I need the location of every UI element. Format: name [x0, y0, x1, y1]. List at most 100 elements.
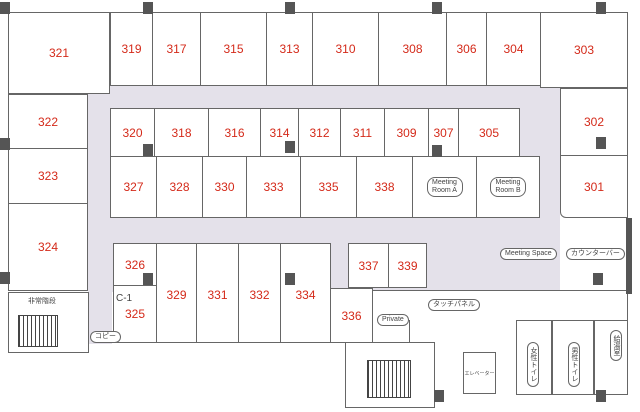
room-number: 320: [122, 125, 143, 140]
room-328[interactable]: 328: [156, 156, 203, 218]
room-339[interactable]: 339: [388, 243, 427, 288]
stairs-icon: [18, 315, 58, 347]
room-310[interactable]: 310: [312, 12, 379, 86]
pillar: [596, 137, 606, 149]
pillar: [285, 273, 295, 285]
room-312[interactable]: 312: [298, 108, 341, 157]
pillar: [432, 145, 442, 157]
room-number: 310: [335, 42, 356, 56]
room-301[interactable]: 301: [560, 155, 628, 218]
room-311[interactable]: 311: [340, 108, 385, 157]
room-306[interactable]: 306: [446, 12, 487, 86]
stairs-icon: [367, 360, 411, 398]
room-337[interactable]: 337: [348, 243, 389, 288]
room-c1-label: C-1: [116, 293, 133, 304]
room-number: 321: [48, 46, 70, 60]
room-317[interactable]: 317: [152, 12, 201, 86]
room-number: 323: [37, 169, 59, 183]
touch-panel-label: タッチパネル: [428, 299, 480, 311]
room-315[interactable]: 315: [200, 12, 267, 86]
room-number: 327: [123, 180, 144, 194]
room-number: 311: [352, 125, 373, 140]
room-318[interactable]: 318: [154, 108, 209, 157]
room-number: 334: [295, 288, 316, 302]
pillar: [285, 141, 295, 153]
room-number: 324: [37, 240, 59, 254]
room-330[interactable]: 330: [202, 156, 247, 218]
room-number: 309: [396, 125, 417, 140]
room-number: 339: [397, 258, 418, 273]
pillar: [285, 2, 295, 14]
womens-toilet-label: 女性トイレ: [527, 342, 539, 387]
pillar: [143, 273, 153, 285]
room-323[interactable]: 323: [8, 148, 88, 204]
room-324[interactable]: 324: [8, 203, 88, 291]
room-number: 312: [309, 125, 330, 140]
room-number: 331: [207, 288, 228, 302]
room-321[interactable]: 321: [8, 12, 110, 94]
room-number: 307: [433, 125, 454, 140]
room-336[interactable]: 336: [330, 288, 373, 343]
elevator-label: エレベーター: [464, 370, 495, 377]
room-number: 318: [171, 125, 192, 140]
meeting-room-a[interactable]: Meeting Room A: [412, 156, 477, 218]
room-number: 314: [269, 125, 290, 140]
room-331[interactable]: 331: [196, 243, 239, 343]
room-number: 313: [279, 42, 300, 56]
counter-bar-label: カウンターバー: [566, 248, 625, 260]
room-number: 319: [121, 42, 142, 56]
room-number: 325: [124, 307, 146, 321]
pillar: [596, 390, 606, 402]
meeting-room-b-label: Meeting Room B: [490, 177, 526, 197]
room-number: 326: [124, 257, 146, 272]
pillar: [596, 2, 606, 14]
room-number: 328: [169, 180, 190, 194]
room-322[interactable]: 322: [8, 94, 88, 149]
meeting-room-b[interactable]: Meeting Room B: [476, 156, 540, 218]
room-number: 329: [166, 288, 187, 302]
room-313[interactable]: 313: [266, 12, 313, 86]
wall-strip: [626, 218, 632, 294]
room-302[interactable]: 302: [560, 88, 628, 156]
pillar: [434, 390, 444, 402]
room-number: 301: [583, 179, 605, 194]
room-number: 335: [318, 180, 339, 194]
pillar: [0, 138, 10, 150]
room-319[interactable]: 319: [110, 12, 153, 86]
room-number: 304: [503, 42, 524, 56]
room-316[interactable]: 316: [208, 108, 261, 157]
room-number: 302: [583, 115, 605, 129]
room-number: 337: [358, 258, 379, 273]
pillar: [593, 273, 603, 285]
elevator[interactable]: エレベーター: [463, 352, 496, 394]
room-number: 315: [223, 42, 244, 56]
room-332[interactable]: 332: [238, 243, 281, 343]
room-number: 308: [402, 42, 423, 56]
kitchenette-label: 給湯室: [610, 330, 622, 361]
copy-label: コピー: [90, 331, 121, 343]
room-number: 330: [214, 180, 235, 194]
room-number: 322: [37, 114, 59, 129]
room-327[interactable]: 327: [110, 156, 157, 218]
room-329[interactable]: 329: [156, 243, 197, 343]
room-309[interactable]: 309: [384, 108, 429, 157]
room-number: 317: [166, 42, 187, 56]
meeting-space-label: Meeting Space: [500, 248, 557, 260]
pillar: [143, 2, 153, 14]
private-label: Private: [377, 314, 409, 326]
pillar: [143, 144, 153, 156]
room-338[interactable]: 338: [356, 156, 413, 218]
mens-toilet-label: 男性トイレ: [568, 342, 580, 387]
room-303[interactable]: 303: [540, 12, 628, 88]
room-304[interactable]: 304: [486, 12, 541, 86]
room-333[interactable]: 333: [246, 156, 301, 218]
room-335[interactable]: 335: [300, 156, 357, 218]
meeting-room-a-label: Meeting Room A: [426, 177, 463, 197]
room-308[interactable]: 308: [378, 12, 447, 86]
room-number: 332: [249, 288, 270, 302]
room-305[interactable]: 305: [458, 108, 520, 157]
pillar: [0, 272, 10, 284]
room-334[interactable]: 334: [280, 243, 331, 343]
room-number: 316: [224, 125, 245, 140]
room-number: 336: [341, 308, 362, 323]
